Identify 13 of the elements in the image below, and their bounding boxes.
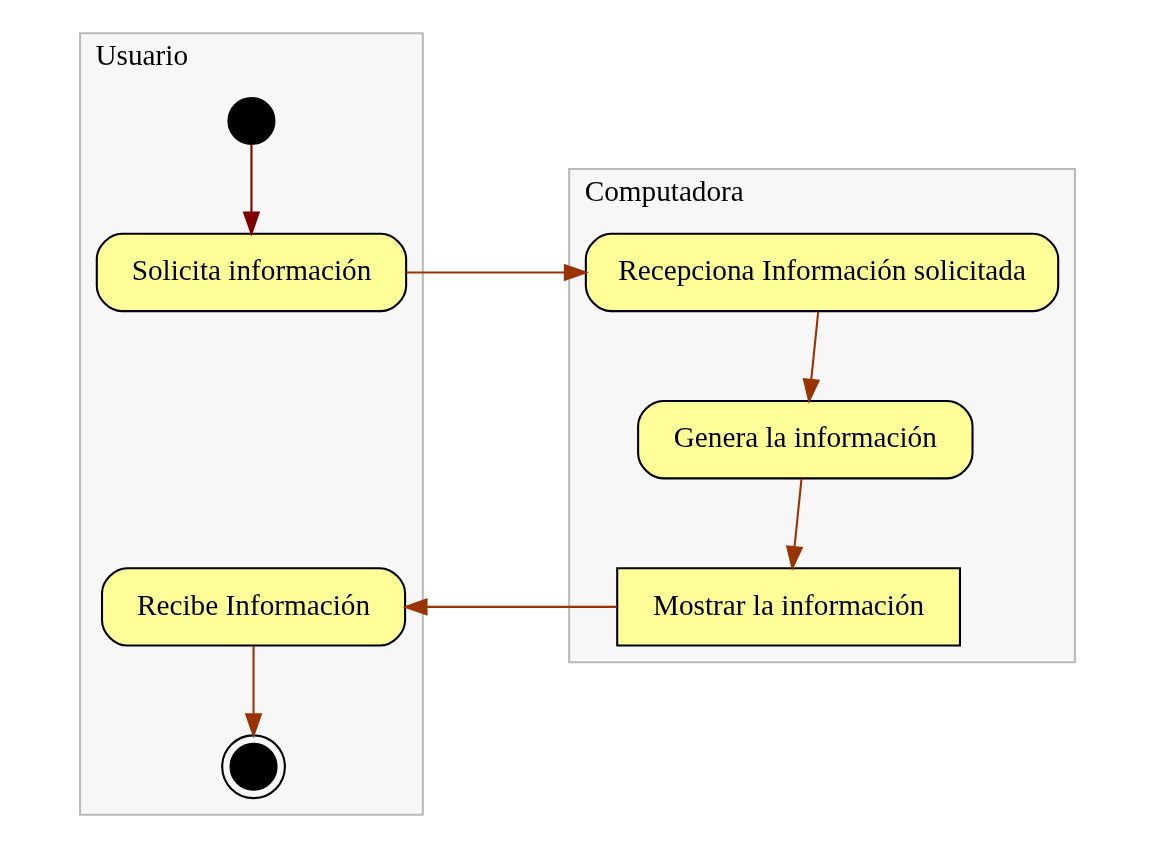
node-box: Genera la información [636,399,974,480]
node-box: Recepciona Información solicitada [584,232,1059,313]
arrow [785,478,803,572]
arrow [401,598,617,616]
node-box: Recibe Información [100,567,406,647]
node-box: Solicita información [95,232,407,313]
arrow [242,144,260,237]
node-circle [226,96,275,145]
arrow [802,311,820,404]
arrow [244,645,262,739]
node-box: Mostrar la información [615,567,961,647]
arrow [405,263,589,282]
node-bullseye [220,734,286,800]
